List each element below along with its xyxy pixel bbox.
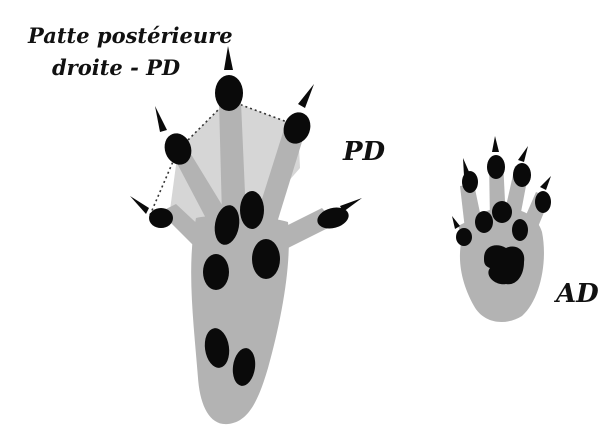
label-ad: AD: [553, 279, 599, 309]
label-pd: PD: [342, 137, 386, 167]
hind-palm-pad-3: [203, 254, 229, 290]
fore-toe-pad-4: [535, 191, 551, 213]
fore-palm-pad-1: [475, 211, 493, 233]
fore-toe-pad-1: [462, 171, 478, 193]
hind-claw-1: [130, 196, 149, 214]
hind-foot: [130, 46, 362, 424]
hind-palm-pad-4: [252, 239, 280, 279]
fore-claw-3: [518, 146, 528, 162]
fore-claw-2: [492, 136, 499, 152]
fore-claw-4: [540, 176, 551, 190]
fore-palm-pad-2: [492, 201, 512, 223]
fore-foot: [452, 136, 551, 322]
fore-palm-pad-3: [512, 219, 528, 241]
fore-toe-pad-3: [513, 163, 531, 187]
hind-palm-pad-2: [240, 191, 264, 229]
hind-toe-pad-3: [215, 75, 243, 111]
hind-toe-pad-1: [149, 208, 173, 228]
fore-toe-pad-5: [456, 228, 472, 246]
fore-toe-pad-2: [487, 155, 505, 179]
hind-claw-4: [298, 84, 314, 108]
title-line-1: Patte postérieure: [27, 23, 233, 48]
hind-claw-2: [155, 106, 167, 132]
hind-claw-3: [224, 46, 233, 70]
title-line-2: droite - PD: [52, 55, 181, 80]
